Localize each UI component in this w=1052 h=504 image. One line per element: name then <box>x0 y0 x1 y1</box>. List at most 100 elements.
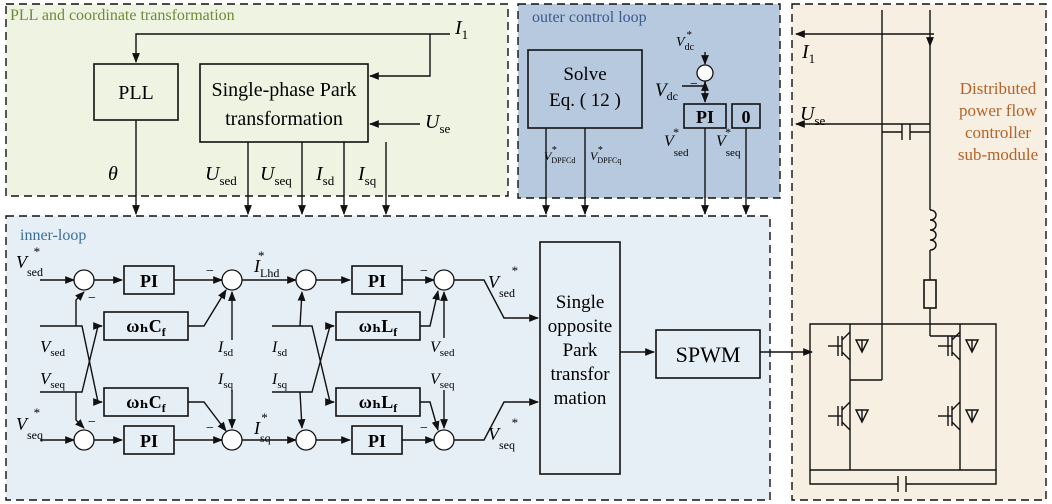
sign-q1-minus: − <box>88 415 96 430</box>
sig-Use-pll: Use <box>425 111 451 136</box>
sig-Vdc-ref: Vdc* <box>676 29 695 53</box>
zero-label: 0 <box>742 107 751 127</box>
sig-Used: Used <box>205 163 237 188</box>
sign-outer-minus: − <box>690 77 698 92</box>
inv-park-l1: Single <box>556 292 605 313</box>
region-outer-title: outer control loop <box>532 9 647 26</box>
sum-q4 <box>433 429 455 451</box>
sig-Isd-left2: Isd <box>271 339 288 359</box>
wire-i1-to-pll <box>132 33 450 63</box>
sig-Isq-left2: Isq <box>271 371 288 391</box>
sig-Vsed-left: Vsed <box>40 337 66 359</box>
inductor-symbol <box>929 209 937 251</box>
wire-omega-c-d-to-sum <box>188 289 227 327</box>
wire-omega-l-d-to-sum <box>420 290 440 327</box>
sign-d4-minus: − <box>420 264 428 279</box>
wire-isq-to-sum-q3 <box>297 391 306 429</box>
solve-label-1: Solve <box>563 64 606 85</box>
pi-q1-label: PI <box>140 431 158 451</box>
sig-Vdpfcq-ref: VDPFCq* <box>590 145 621 165</box>
sum-d3 <box>295 269 317 291</box>
sig-Vdpfcd-ref: VDPFCd* <box>544 145 575 165</box>
region-dpfc: Distributed power flow controller sub-mo… <box>791 3 1047 501</box>
capacitor-symbol <box>901 124 911 140</box>
wire-vseq-ref-out <box>454 398 539 441</box>
inverse-park-block <box>539 241 621 475</box>
wire-vseq-to-omega-c-d <box>40 322 103 393</box>
solve-label-2: Eq. ( 12 ) <box>549 90 621 111</box>
wire-vsed-to-omega-c-q <box>40 325 103 406</box>
sig-Vseq-ref-out: Vseq* <box>488 415 518 452</box>
sig-Vseq-fb: Vseq <box>430 371 455 391</box>
region-pll-title: PLL and coordinate transformation <box>10 7 235 24</box>
sig-Vseq-ref-outer: Vseq* <box>716 125 741 159</box>
region-outer: outer control loop <box>517 3 781 199</box>
sum-q2 <box>221 429 243 451</box>
sum-d1 <box>73 269 95 291</box>
wire-i1-to-park <box>369 34 431 80</box>
sig-Vseq-left: Vseq <box>40 369 66 391</box>
park-label-1: Single-phase Park <box>212 79 357 101</box>
sum-outer <box>696 64 714 82</box>
wire-omega-l-q-to-sum <box>420 401 440 431</box>
dpfc-title-line-4: sub-module <box>958 145 1038 164</box>
sig-Isd-fb1: Isd <box>217 339 234 359</box>
inv-park-l5: mation <box>554 388 607 409</box>
region-pll: PLL and coordinate transformation <box>5 3 509 197</box>
igbt-3 <box>938 331 980 361</box>
pi-d2-label: PI <box>368 271 386 291</box>
sig-Use-dpfc: Use <box>800 103 826 128</box>
igbt-4 <box>938 401 980 431</box>
inv-park-l3: Park <box>563 340 598 361</box>
sig-Vseq-ref-in: Vseq* <box>16 405 43 442</box>
omega-l-q-label: ωₕLf <box>359 392 399 415</box>
sig-Isq-ref: Isq* <box>253 410 271 445</box>
omega-c-q-label: ωₕCf <box>126 392 167 415</box>
park-transform-block <box>199 63 369 143</box>
sum-d4 <box>433 269 455 291</box>
pi-d1-label: PI <box>140 271 158 291</box>
pi-q2-label: PI <box>368 431 386 451</box>
wire-vsed-ref-out <box>454 279 539 322</box>
sign-q2-minus: − <box>206 421 214 436</box>
sum-q1 <box>73 429 95 451</box>
pll-block-label: PLL <box>118 82 154 104</box>
sig-Useq: Useq <box>260 163 292 188</box>
sign-q4-minus: − <box>420 421 428 436</box>
omega-c-d-label: ωₕCf <box>126 316 167 339</box>
inv-park-l4: transfor <box>550 364 610 385</box>
sign-d1-minus: − <box>88 291 96 306</box>
dpfc-circuit: I1 Use <box>795 10 997 492</box>
pi-outer-label: PI <box>696 107 714 127</box>
sig-ILhd-ref: ILhd* <box>253 248 279 280</box>
region-inner: inner-loop <box>5 215 771 501</box>
sig-I1-dpfc: I1 <box>801 41 815 66</box>
dpfc-title-line-3: controller <box>965 123 1031 142</box>
inv-park-l2: opposite <box>548 316 612 337</box>
sig-Isd: Isd <box>315 163 335 188</box>
wire-isd-to-omega-l-q <box>272 325 335 406</box>
igbt-2 <box>828 401 870 431</box>
sig-Vsed-ref-in: Vsed* <box>16 244 43 279</box>
sig-Vsed-ref-outer: Vsed* <box>664 125 689 159</box>
sig-Isq: Isq <box>357 163 377 188</box>
sig-I1-pll: I1 <box>454 17 468 42</box>
park-label-2: transformation <box>225 108 343 130</box>
sig-Vsed-ref-out: Vsed* <box>488 263 518 300</box>
spwm-label: SPWM <box>676 342 741 367</box>
sig-theta: θ <box>108 163 118 185</box>
region-inner-title: inner-loop <box>20 227 86 244</box>
dpfc-title-line-1: Distributed <box>960 79 1037 98</box>
sig-Vdc: Vdc <box>655 80 678 103</box>
wire-vsed-to-sum-d1 <box>74 291 85 326</box>
wire-isd-to-sum-d3 <box>297 291 306 327</box>
dc-capacitor-symbol <box>897 476 907 492</box>
spwm-block <box>655 329 761 379</box>
sum-q3 <box>295 429 317 451</box>
dpfc-title-line-2: power flow <box>959 101 1038 120</box>
sig-Vsed-fb: Vsed <box>430 339 455 359</box>
sig-Isq-fb1: Isq <box>217 371 234 391</box>
sum-d2 <box>221 269 243 291</box>
igbt-1 <box>828 331 870 361</box>
